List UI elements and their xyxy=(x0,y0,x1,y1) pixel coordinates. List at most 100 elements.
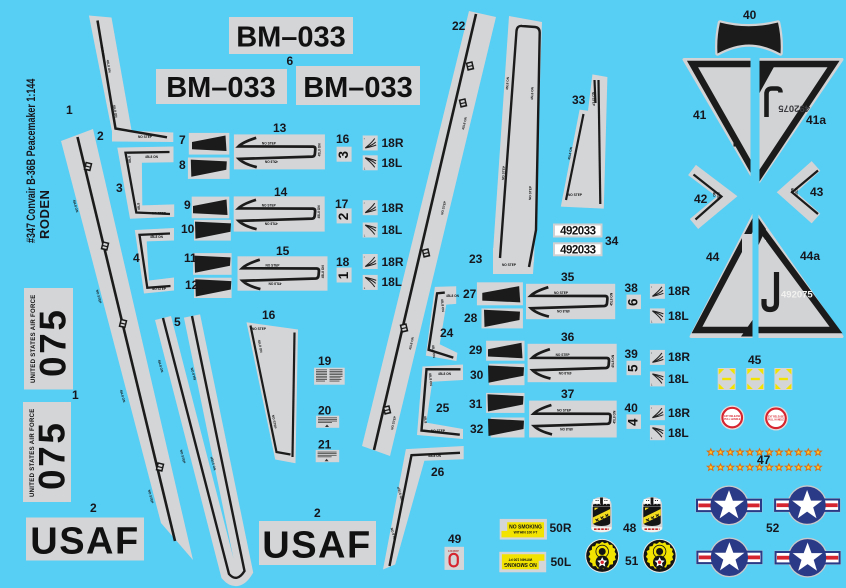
svg-text:45L8 ON: 45L8 ON xyxy=(119,389,126,403)
svg-text:45L8 ON: 45L8 ON xyxy=(431,345,436,359)
svg-text:2: 2 xyxy=(90,501,97,515)
svg-text:5: 5 xyxy=(174,315,181,329)
svg-text:NO STEP: NO STEP xyxy=(179,449,186,464)
svg-text:492033: 492033 xyxy=(560,226,595,238)
svg-text:NO STEP: NO STEP xyxy=(502,263,517,267)
svg-text:45L8 ON: 45L8 ON xyxy=(440,299,445,313)
svg-text:075: 075 xyxy=(33,307,74,377)
svg-text:43: 43 xyxy=(810,185,824,199)
svg-text:14: 14 xyxy=(274,185,288,199)
svg-text:18R: 18R xyxy=(382,136,404,150)
svg-text:30: 30 xyxy=(470,368,484,382)
svg-text:18L: 18L xyxy=(382,156,403,170)
svg-text:45L8 ON: 45L8 ON xyxy=(428,373,433,387)
svg-text:8: 8 xyxy=(179,158,186,172)
svg-text:23: 23 xyxy=(469,252,483,266)
svg-text:11: 11 xyxy=(184,251,197,265)
svg-text:7: 7 xyxy=(179,133,186,147)
svg-text:WITHIN 100 FT: WITHIN 100 FT xyxy=(514,530,539,534)
svg-text:NO STEP: NO STEP xyxy=(209,455,216,470)
svg-text:16: 16 xyxy=(262,308,276,322)
svg-text:48: 48 xyxy=(623,521,637,535)
svg-text:45L8 ON: 45L8 ON xyxy=(112,104,118,118)
svg-text:45L8 ON: 45L8 ON xyxy=(72,199,79,213)
svg-text:NO STEP: NO STEP xyxy=(591,92,596,107)
svg-text:35: 35 xyxy=(561,270,575,284)
svg-text:40: 40 xyxy=(743,8,757,22)
svg-text:NO: NO xyxy=(712,192,716,197)
svg-text:27: 27 xyxy=(463,287,477,301)
svg-text:UNITED STATES AIR FORCE: UNITED STATES AIR FORCE xyxy=(30,408,36,497)
svg-text:45L8 ON: 45L8 ON xyxy=(408,336,415,350)
svg-text:STEP: STEP xyxy=(716,192,720,201)
svg-text:15: 15 xyxy=(276,244,290,258)
svg-text:33: 33 xyxy=(572,93,586,107)
svg-text:18L: 18L xyxy=(668,372,689,386)
svg-text:50R: 50R xyxy=(550,521,572,535)
svg-text:18L: 18L xyxy=(668,426,689,440)
svg-text:28: 28 xyxy=(464,311,478,325)
svg-text:NO STEP: NO STEP xyxy=(431,429,446,433)
svg-text:45L8: 45L8 xyxy=(127,155,132,163)
svg-text:NO STEP: NO STEP xyxy=(147,489,154,504)
svg-text:4: 4 xyxy=(133,251,140,265)
svg-text:3: 3 xyxy=(116,181,123,195)
svg-text:45L8 ON: 45L8 ON xyxy=(567,146,573,160)
svg-text:4: 4 xyxy=(626,418,641,426)
svg-text:45L8 ON: 45L8 ON xyxy=(428,454,442,458)
svg-text:NO STEP: NO STEP xyxy=(152,287,167,291)
svg-text:34: 34 xyxy=(605,234,619,248)
svg-text:NO STEP: NO STEP xyxy=(95,289,102,304)
svg-text:42: 42 xyxy=(694,192,708,206)
svg-text:USAF: USAF xyxy=(262,525,371,567)
svg-text:1: 1 xyxy=(66,103,73,117)
svg-text:3: 3 xyxy=(336,151,351,159)
svg-text:492075: 492075 xyxy=(781,290,813,301)
svg-text:2: 2 xyxy=(97,129,104,143)
svg-text:NO: NO xyxy=(790,188,794,193)
svg-text:49: 49 xyxy=(448,532,462,546)
svg-text:2: 2 xyxy=(336,213,351,221)
svg-text:45L8 ON: 45L8 ON xyxy=(106,59,112,73)
svg-text:18R: 18R xyxy=(382,201,404,215)
svg-text:45: 45 xyxy=(748,353,762,367)
svg-text:37: 37 xyxy=(561,387,575,401)
svg-text:RODEN: RODEN xyxy=(37,190,52,239)
svg-text:17: 17 xyxy=(335,197,349,211)
svg-text:#347 Convair B-36B Peacemaker: #347 Convair B-36B Peacemaker 1:144 xyxy=(26,78,38,243)
svg-text:41: 41 xyxy=(693,108,707,122)
svg-text:NO STEP: NO STEP xyxy=(152,212,167,216)
svg-text:45L8 ON: 45L8 ON xyxy=(530,86,534,100)
svg-text:6: 6 xyxy=(287,54,294,68)
svg-text:2: 2 xyxy=(314,506,321,520)
svg-text:10: 10 xyxy=(181,222,195,236)
svg-text:20: 20 xyxy=(318,404,332,418)
svg-text:NO SMOKING: NO SMOKING xyxy=(509,525,542,531)
svg-text:NO STEP: NO STEP xyxy=(271,414,278,429)
svg-text:18L: 18L xyxy=(668,309,689,323)
svg-text:24: 24 xyxy=(440,326,454,340)
svg-text:BM–033: BM–033 xyxy=(236,22,346,54)
svg-text:47: 47 xyxy=(757,453,771,467)
svg-text:45L8 ON: 45L8 ON xyxy=(190,367,197,381)
svg-text:45L8: 45L8 xyxy=(136,202,141,210)
svg-text:45L8 ON: 45L8 ON xyxy=(100,44,106,58)
svg-text:18R: 18R xyxy=(382,255,404,269)
svg-text:36: 36 xyxy=(561,330,575,344)
svg-text:45L8: 45L8 xyxy=(423,416,428,424)
svg-text:52: 52 xyxy=(766,521,780,535)
svg-text:12345RP: 12345RP xyxy=(448,549,459,553)
svg-text:NO STEP: NO STEP xyxy=(528,185,533,200)
svg-text:45L8 ON: 45L8 ON xyxy=(438,372,452,376)
svg-text:075: 075 xyxy=(32,420,73,490)
svg-text:18R: 18R xyxy=(668,284,690,298)
svg-text:NO SMOKING: NO SMOKING xyxy=(504,561,537,567)
svg-text:45L8 ON: 45L8 ON xyxy=(505,76,510,90)
svg-text:492033: 492033 xyxy=(560,245,595,257)
svg-text:NO STEP: NO STEP xyxy=(138,135,153,139)
svg-text:25: 25 xyxy=(436,401,450,415)
svg-text:44a: 44a xyxy=(800,249,820,263)
svg-text:9: 9 xyxy=(184,198,191,212)
svg-text:USAF: USAF xyxy=(30,521,139,563)
svg-text:45L8 ON: 45L8 ON xyxy=(461,116,468,130)
